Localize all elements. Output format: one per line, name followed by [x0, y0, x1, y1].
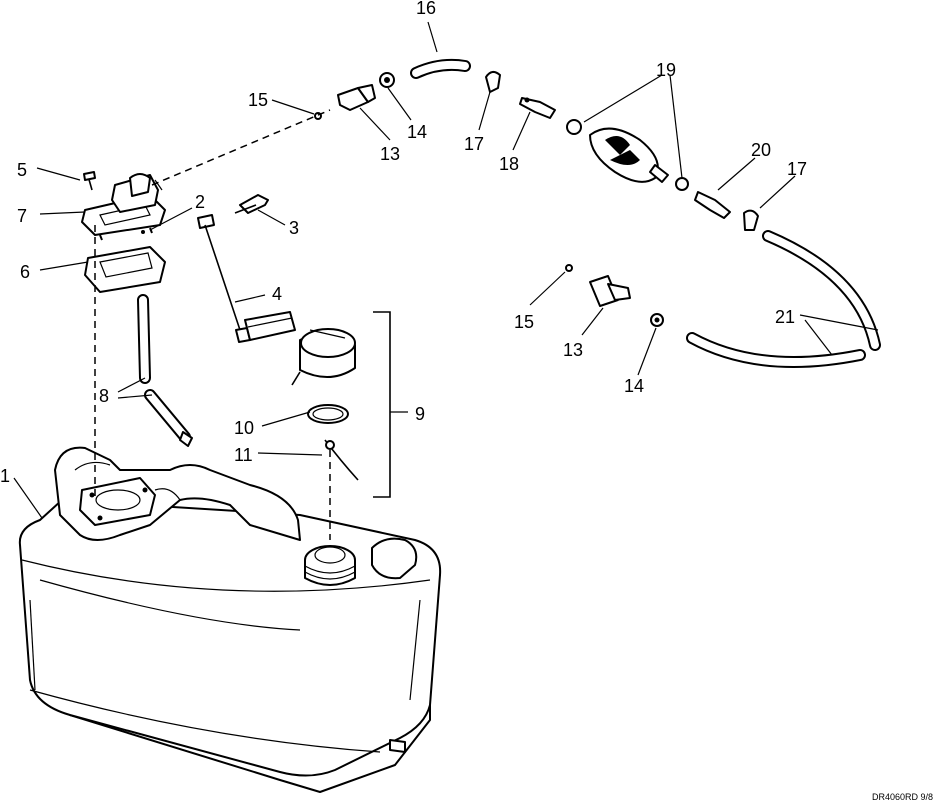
fuel-tank	[18, 446, 442, 793]
figure-code: DR4060RD 9/8	[872, 792, 933, 800]
fuel-pickup-assembly	[81, 171, 166, 241]
fuel-gauge-sender	[141, 194, 296, 343]
callout-7: 7	[17, 206, 27, 226]
callout-15-right: 15	[514, 312, 534, 332]
callout-9: 9	[415, 404, 425, 424]
fill-cap-assembly	[291, 311, 391, 540]
callout-13-top: 13	[380, 144, 400, 164]
fitting-20	[694, 191, 731, 219]
callout-1: 1	[0, 466, 10, 486]
tank-connector	[314, 84, 376, 120]
callout-16: 16	[416, 0, 436, 18]
callout-4: 4	[272, 284, 282, 304]
callout-5: 5	[17, 160, 27, 180]
callout-21: 21	[775, 307, 795, 327]
short-hose-16	[410, 58, 471, 79]
callout-13-right: 13	[563, 340, 583, 360]
callout-10: 10	[234, 418, 254, 438]
hose-clamp-14a	[379, 72, 395, 88]
callout-20: 20	[751, 140, 771, 160]
pickup-gasket	[84, 246, 166, 293]
callout-17-right: 17	[787, 159, 807, 179]
callout-19: 19	[656, 60, 676, 80]
callout-6: 6	[20, 262, 30, 282]
elbow-fitting-18	[519, 97, 556, 119]
fuel-hose-21	[686, 230, 881, 369]
callout-2: 2	[195, 192, 205, 212]
callout-14-top: 14	[407, 122, 427, 142]
callout-3: 3	[289, 218, 299, 238]
callout-14-right: 14	[624, 376, 644, 396]
callout-11: 11	[234, 445, 253, 465]
hose-clamp-17a	[485, 71, 501, 93]
callout-18: 18	[499, 154, 519, 174]
pickup-tube	[137, 294, 193, 447]
leader-lines	[13, 21, 879, 519]
hose-clamp-17b	[743, 209, 759, 231]
engine-connector	[565, 264, 664, 327]
callout-15-top: 15	[248, 90, 268, 110]
callout-8: 8	[99, 386, 109, 406]
primer-bulb	[566, 119, 689, 191]
connector-path	[151, 109, 331, 186]
callout-17-top: 17	[464, 134, 484, 154]
